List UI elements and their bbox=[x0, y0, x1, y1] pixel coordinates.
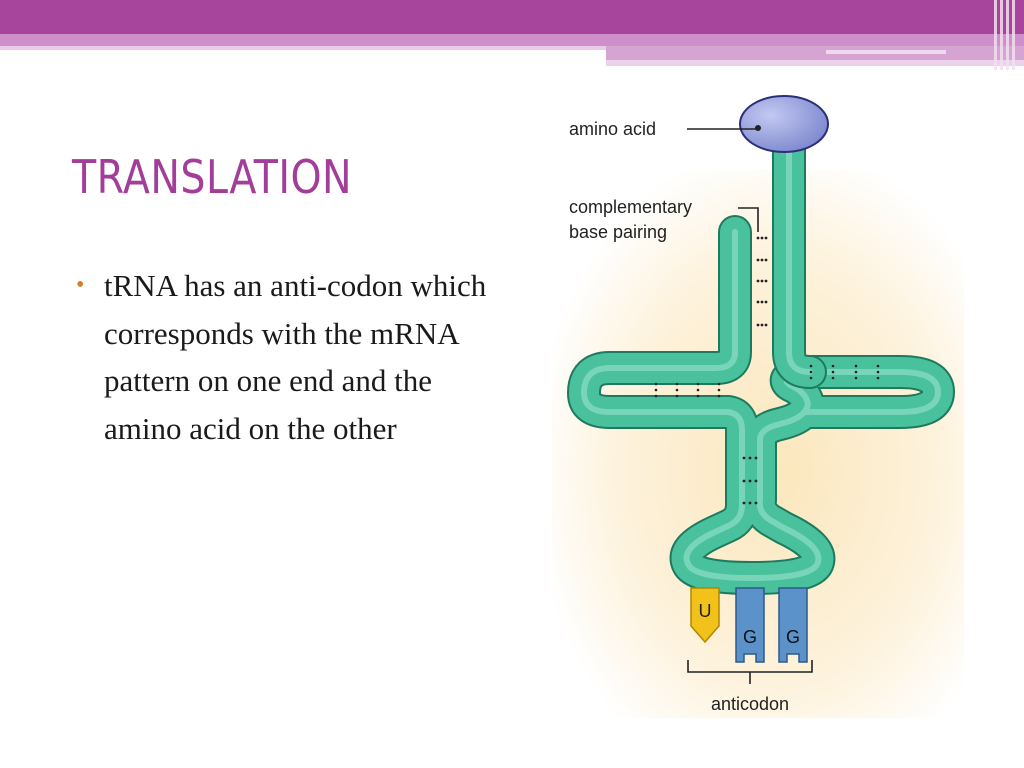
header-accent-bar-pale bbox=[606, 60, 1024, 66]
header-bar-light bbox=[0, 34, 1024, 46]
header-bar-pale bbox=[0, 46, 1024, 50]
base-g1-shape bbox=[735, 587, 765, 663]
header-stripes bbox=[994, 0, 1016, 70]
anticodon-label: anticodon bbox=[711, 694, 789, 714]
base-u-label: U bbox=[699, 601, 712, 621]
bullet-list: • tRNA has an anti-codon which correspon… bbox=[74, 262, 514, 452]
amino-acid-label: amino acid bbox=[569, 119, 656, 139]
header-accent-highlight bbox=[826, 50, 946, 54]
anticodon-bases bbox=[690, 587, 808, 663]
trna-diagram: amino acid complementary base pairing U … bbox=[548, 88, 964, 720]
header-accent-bar bbox=[606, 46, 1024, 60]
trna-molecule bbox=[567, 123, 955, 595]
complementary-label-line2: base pairing bbox=[569, 222, 667, 242]
amino-acid-shape bbox=[739, 95, 829, 153]
slide-title: TRANSLATION bbox=[72, 150, 353, 204]
bullet-item: • tRNA has an anti-codon which correspon… bbox=[74, 262, 514, 452]
bullet-dot-icon: • bbox=[76, 272, 85, 298]
complementary-label-line1: complementary bbox=[569, 197, 692, 217]
base-g2-shape bbox=[778, 587, 808, 663]
bullet-text: tRNA has an anti-codon which corresponds… bbox=[104, 268, 487, 446]
label-leader-lines bbox=[687, 128, 813, 684]
base-g2-label: G bbox=[786, 627, 800, 647]
base-u-shape bbox=[690, 587, 720, 644]
base-pairing-dots bbox=[654, 236, 880, 505]
base-g1-label: G bbox=[743, 627, 757, 647]
header-bar bbox=[0, 0, 1024, 34]
